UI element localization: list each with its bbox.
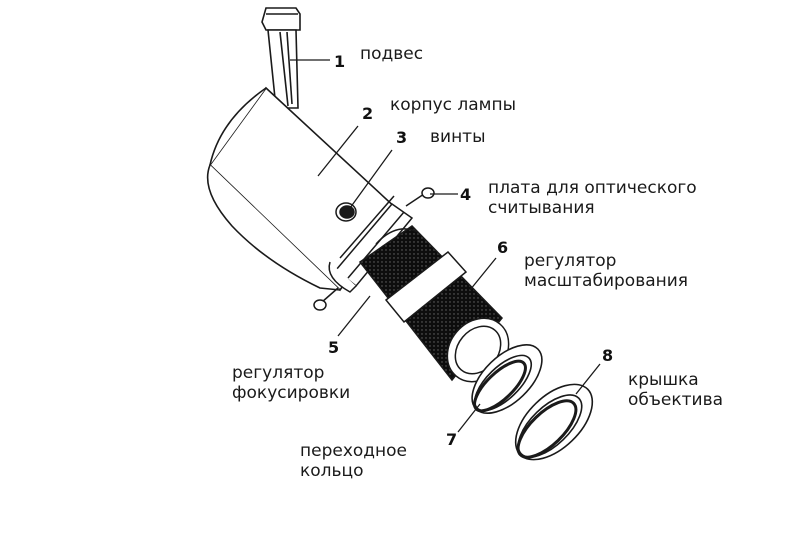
leader-3 [349, 149, 393, 209]
label-suspension: подвес [360, 44, 424, 64]
callout-number-1: 1 [334, 52, 346, 71]
label-zoom-line2: масштабирования [524, 271, 689, 291]
callout-number-3: 3 [396, 128, 408, 147]
callout-number-8: 8 [602, 346, 614, 365]
suspension-mount [261, 7, 301, 109]
label-optical-board-line2: считывания [488, 198, 595, 218]
label-lens-cap-line1: крышка [628, 370, 699, 390]
label-focus-line1: регулятор [232, 363, 325, 383]
label-focus-line2: фокусировки [232, 383, 351, 403]
callout-number-2: 2 [362, 104, 374, 123]
leader-6 [469, 257, 497, 291]
lamp-body [206, 86, 400, 292]
callout-number-7: 7 [446, 430, 458, 449]
zoom-barrel [358, 225, 510, 383]
callout-number-6: 6 [497, 238, 509, 257]
callout-number-5: 5 [328, 338, 340, 357]
body-screw [335, 202, 357, 222]
leader-7 [457, 403, 481, 433]
focus-ring [313, 187, 435, 311]
label-screws: винты [430, 127, 486, 147]
callout-number-4: 4 [460, 185, 472, 204]
leader-lines [290, 59, 601, 433]
leader-8 [575, 363, 601, 395]
label-lamp-body: корпус лампы [390, 95, 517, 115]
label-optical-board-line1: плата для оптического [488, 178, 697, 198]
label-zoom-line1: регулятор [524, 251, 617, 271]
label-adapter-line1: переходное [300, 441, 408, 461]
leader-5 [337, 295, 371, 337]
lens-cap [514, 383, 594, 461]
label-lens-cap-line2: объектива [628, 390, 724, 410]
leader-2 [317, 125, 359, 177]
label-adapter-line2: кольцо [300, 461, 364, 481]
